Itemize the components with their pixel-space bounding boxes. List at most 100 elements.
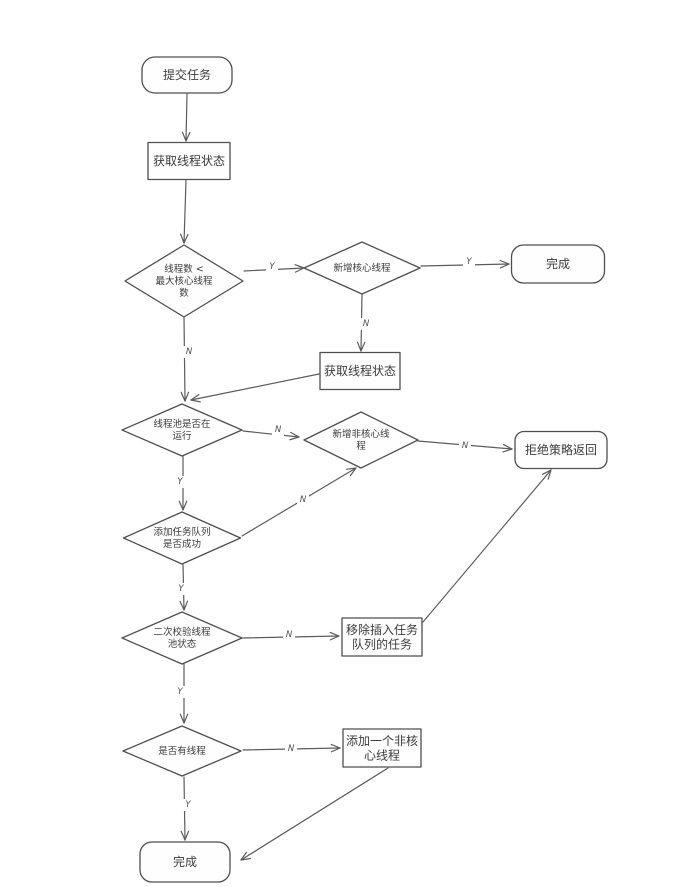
arrowhead-icon: [240, 857, 251, 861]
connector-line: [240, 767, 389, 861]
edge-label-bg: [285, 743, 297, 755]
arrowhead-icon: [349, 467, 357, 477]
edge-label: Y: [177, 477, 183, 487]
arrowhead-icon: [330, 743, 341, 749]
edge-add-noncore-N-reject: N: [417, 440, 513, 453]
reject-return-shape: [514, 430, 608, 470]
edge-label-bg: [183, 346, 195, 358]
edge-core-count-N-pool-running: N: [180, 316, 195, 402]
edge-pool-running-N-add-noncore: N: [242, 424, 300, 441]
edge-label-bg: [463, 256, 475, 268]
arrowhead-icon: [502, 443, 513, 450]
remove-task-shape: [341, 617, 423, 657]
d-pool-running-shape: [121, 403, 243, 457]
edge-label: N: [186, 347, 193, 357]
d-add-core-shape: [303, 241, 421, 295]
edge-label: Y: [178, 584, 184, 594]
d-has-thread-label: 是否有线程: [158, 745, 206, 757]
done-bottom-label: 完成: [173, 854, 197, 869]
add-one-noncore-shape: [342, 728, 422, 768]
edge-label-bg: [182, 799, 194, 811]
arrowhead-icon: [181, 131, 187, 142]
edge-get-state-1-to-core-count: [179, 179, 189, 244]
edge-remove-task-to-reject: [422, 469, 552, 623]
node-get-state-1: 获取线程状态: [147, 141, 231, 181]
node-remove-task: 移除插入任务队列的任务: [341, 617, 423, 657]
arrowhead-icon: [183, 713, 189, 724]
edge-label: Y: [466, 257, 472, 267]
edge-add-core-Y-done: Y: [420, 256, 510, 269]
arrowhead-icon: [330, 747, 341, 753]
arrowhead-icon: [290, 431, 300, 438]
edge-label-bg: [175, 583, 187, 595]
edge-label-bg: [266, 261, 278, 273]
edge-has-thread-Y-done: Y: [180, 776, 194, 841]
arrowhead-icon: [178, 500, 184, 511]
arrowhead-icon: [329, 635, 340, 641]
arrowhead-icon: [345, 467, 357, 470]
edge-recheck-Y-has-thread: Y: [174, 663, 189, 724]
arrowhead-icon: [499, 263, 510, 269]
edge-label-bg: [174, 476, 186, 488]
edge-label: N: [462, 441, 469, 451]
edge-label: N: [288, 744, 295, 754]
edge-label: Y: [185, 800, 191, 810]
edge-queue-ok-Y-recheck: Y: [175, 563, 189, 611]
arrowhead-icon: [294, 267, 305, 273]
arrowhead-icon: [547, 469, 552, 480]
arrowhead-icon: [184, 830, 190, 841]
arrowhead-icon: [185, 131, 191, 142]
connector-line: [242, 430, 300, 438]
d-queue-ok-label: 添加任务队列是否成功: [153, 526, 210, 550]
edge-pool-running-Y-queue-ok: Y: [174, 455, 188, 511]
edge-recheck-N-remove-task: N: [242, 629, 340, 641]
arrowhead-icon: [502, 448, 513, 453]
edge-label-bg: [272, 424, 284, 436]
get-state-1-label: 获取线程状态: [153, 153, 225, 168]
remove-task-label: 移除插入任务队列的任务: [346, 622, 418, 652]
done-bottom-shape: [139, 841, 231, 883]
get-state-2-shape: [319, 351, 401, 391]
arrowhead-icon: [179, 713, 185, 724]
arrowhead-icon: [356, 341, 362, 352]
connector-line: [422, 469, 552, 623]
edge-add-one-to-done: [240, 767, 389, 861]
node-done-top: 完成: [510, 244, 606, 284]
node-get-state-2: 获取线程状态: [319, 351, 401, 391]
edge-start-to-get-state-1: [181, 93, 191, 142]
d-queue-ok-shape: [122, 511, 242, 565]
arrowhead-icon: [240, 851, 248, 861]
add-one-noncore-label: 添加一个非核心线程: [346, 734, 418, 763]
edge-label-bg: [459, 440, 471, 452]
edge-label: N: [363, 319, 370, 329]
node-d-pool-running: 线程池是否在运行: [121, 403, 243, 457]
arrowhead-icon: [289, 436, 300, 441]
arrowhead-icon: [184, 391, 190, 402]
get-state-1-shape: [147, 141, 231, 181]
arrowhead-icon: [190, 394, 200, 401]
node-d-recheck: 二次校验线程池状态: [121, 611, 243, 665]
arrowhead-icon: [360, 341, 366, 352]
edge-label-bg: [360, 318, 372, 330]
arrowhead-icon: [179, 233, 185, 244]
arrowhead-icon: [179, 600, 185, 611]
reject-return-label: 拒绝策略返回: [525, 442, 597, 457]
connector-line: [190, 373, 320, 401]
edge-label: Y: [177, 687, 183, 697]
d-core-count-shape: [124, 244, 244, 318]
edge-has-thread-N-add-one: N: [242, 743, 341, 755]
d-recheck-shape: [121, 611, 243, 665]
arrowhead-icon: [183, 600, 189, 611]
edge-label: N: [286, 630, 293, 640]
arrowhead-icon: [183, 233, 189, 244]
edge-label: Y: [269, 262, 275, 272]
edge-add-core-N-get-state-2: N: [356, 293, 372, 352]
node-d-queue-ok: 添加任务队列是否成功: [122, 511, 242, 565]
node-reject-return: 拒绝策略返回: [514, 430, 608, 470]
edge-label-bg: [283, 629, 295, 641]
d-pool-running-label: 线程池是否在运行: [153, 418, 210, 442]
node-d-core-count: 线程数 <最大核心线程数: [124, 244, 244, 318]
arrowhead-icon: [541, 469, 552, 475]
